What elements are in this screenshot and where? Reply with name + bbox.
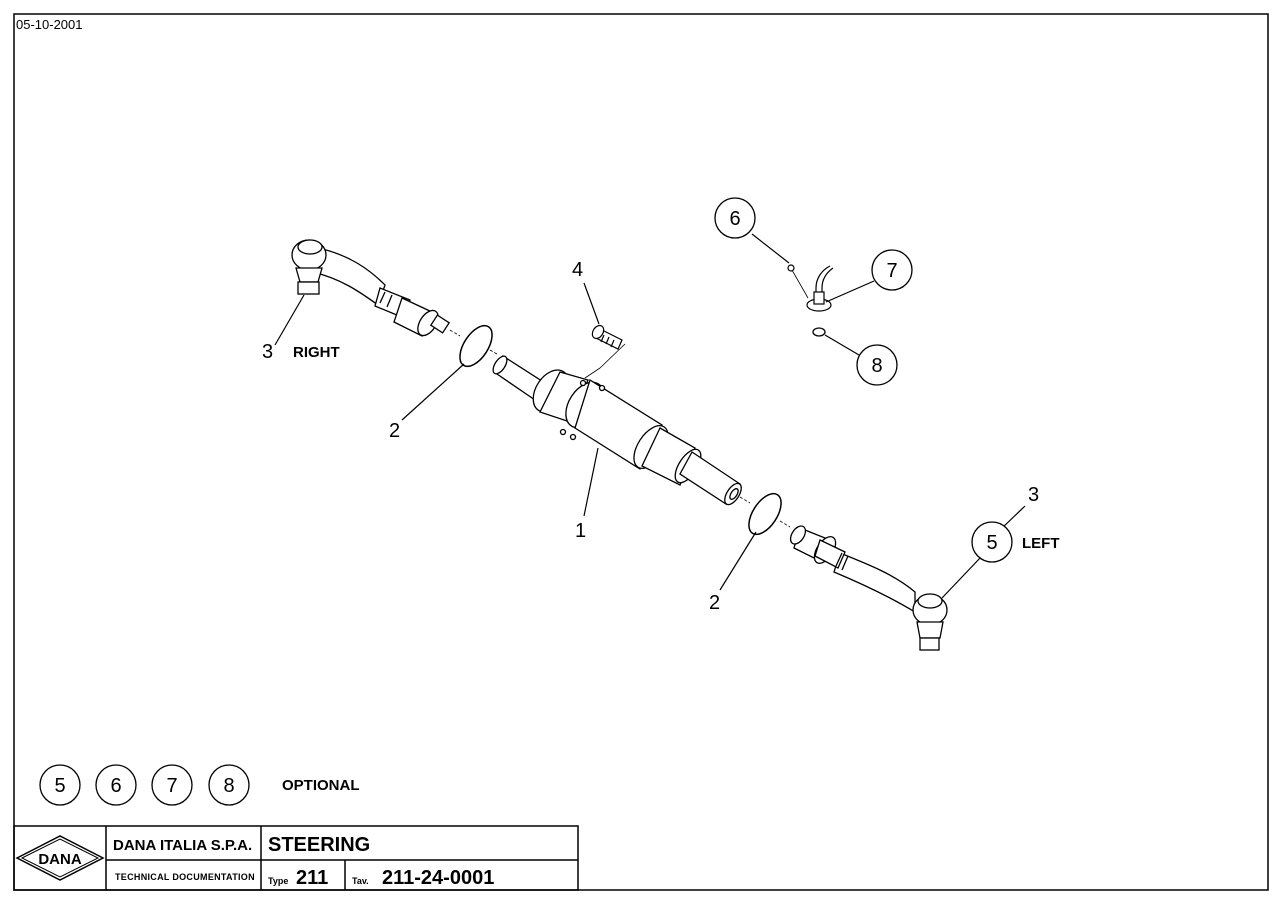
o-ring-left xyxy=(459,324,493,368)
callout-7: 7 xyxy=(886,260,897,282)
callout-1: 1 xyxy=(575,520,586,542)
sheet-border xyxy=(13,13,1269,891)
optional-legend: 5 6 7 8 OPTIONAL xyxy=(39,764,360,806)
optional-item-6: 6 xyxy=(110,775,121,797)
optional-item-5: 5 xyxy=(54,775,65,797)
callout-4: 4 xyxy=(572,259,583,281)
tie-rod-left xyxy=(789,525,948,651)
optional-item-8: 8 xyxy=(223,775,234,797)
callout-2-left: 2 xyxy=(389,420,400,442)
tav-value: 211-24-0001 xyxy=(382,867,494,889)
type-label: Type xyxy=(268,876,288,886)
tie-rod-right xyxy=(291,239,451,337)
dana-logo-text: DANA xyxy=(38,851,81,868)
o-ring-right xyxy=(748,492,782,536)
drawing-title: STEERING xyxy=(268,834,370,856)
company-name: DANA ITALIA S.P.A. xyxy=(113,837,252,854)
callout-3-right: 3 xyxy=(262,341,273,363)
tav-label: Tav. xyxy=(352,876,369,886)
technical-documentation: TECHNICAL DOCUMENTATION xyxy=(115,872,255,882)
washer-part-8 xyxy=(812,327,826,337)
callout-5: 5 xyxy=(986,532,997,554)
title-block xyxy=(13,825,579,891)
drawing-date: 05-10-2001 xyxy=(16,17,83,32)
label-left: LEFT xyxy=(1022,535,1060,552)
steering-cylinder xyxy=(492,355,742,506)
callout-8: 8 xyxy=(871,355,882,377)
type-value: 211 xyxy=(296,867,328,889)
dana-logo: DANA xyxy=(15,835,105,881)
optional-label: OPTIONAL xyxy=(282,777,360,794)
leader-lines xyxy=(274,233,1026,599)
label-right: RIGHT xyxy=(293,344,340,361)
fitting-part-7 xyxy=(787,264,834,312)
optional-item-7: 7 xyxy=(166,775,177,797)
callout-2-right: 2 xyxy=(709,592,720,614)
callout-6: 6 xyxy=(729,208,740,230)
screw-part-4 xyxy=(584,324,626,379)
callout-3-left: 3 xyxy=(1028,484,1039,506)
